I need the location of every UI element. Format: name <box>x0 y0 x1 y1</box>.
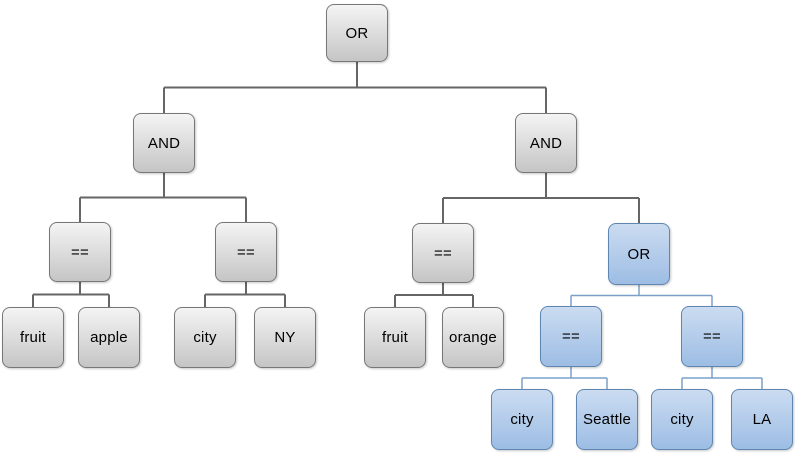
tree-node-label: OR <box>345 24 369 42</box>
tree-node-city-2: city <box>491 389 553 450</box>
tree-node-apple: apple <box>78 307 140 368</box>
tree-node-label: == <box>434 244 452 262</box>
tree-node-label: fruit <box>19 329 46 346</box>
tree-node-or-root: OR <box>326 4 388 62</box>
tree-node-label: NY <box>274 329 296 346</box>
tree-node-fruit-1: fruit <box>2 307 64 368</box>
tree-node-label: == <box>237 243 255 261</box>
tree-node-or-blue: OR <box>608 223 670 285</box>
tree-node-eq-fruit-apple: == <box>49 222 111 282</box>
tree-node-label: fruit <box>381 329 408 346</box>
tree-node-eq-city-la: == <box>681 306 743 367</box>
tree-node-seattle: Seattle <box>576 389 638 450</box>
tree-node-label: Seattle <box>582 411 632 428</box>
tree-node-label: OR <box>627 245 651 263</box>
tree-node-la: LA <box>731 389 793 450</box>
tree-node-label: == <box>703 328 721 345</box>
tree-node-eq-city-ny: == <box>215 222 277 282</box>
tree-node-label: == <box>71 243 89 261</box>
tree-node-label: orange <box>449 329 497 346</box>
tree-node-label: city <box>510 411 534 428</box>
tree-node-ny: NY <box>254 307 316 368</box>
tree-node-eq-city-seattle: == <box>540 306 602 367</box>
tree-node-label: AND <box>147 134 181 152</box>
tree-node-label: LA <box>752 411 772 428</box>
tree-node-label: AND <box>529 134 563 152</box>
tree-node-eq-fruit-orange: == <box>412 223 474 283</box>
tree-node-orange: orange <box>442 307 504 368</box>
tree-node-and-right: AND <box>515 113 577 173</box>
tree-node-label: city <box>670 411 694 428</box>
tree-node-and-left: AND <box>133 113 195 173</box>
tree-node-city-3: city <box>651 389 713 450</box>
tree-node-city-1: city <box>174 307 236 368</box>
tree-node-label: city <box>193 329 217 346</box>
tree-node-fruit-2: fruit <box>364 307 426 368</box>
tree-node-label: == <box>562 328 580 345</box>
tree-node-label: apple <box>90 329 128 346</box>
